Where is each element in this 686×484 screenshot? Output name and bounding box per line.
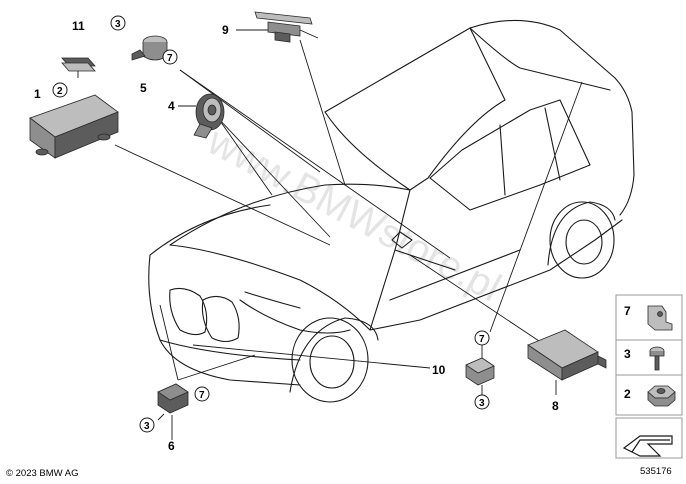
callout-circle-7-right (474, 330, 490, 346)
label-part-10[interactable]: 10 (432, 363, 446, 377)
label-part-6[interactable]: 6 (168, 439, 175, 453)
screw-icon (649, 346, 665, 371)
part-1-control-unit (29, 94, 119, 159)
vehicle-outline (148, 19, 635, 403)
nut-icon (647, 385, 676, 407)
label-part-7-left[interactable]: 7 (199, 390, 205, 401)
panel-label-7[interactable]: 7 (624, 304, 631, 318)
label-part-8[interactable]: 8 (552, 399, 559, 413)
callout-circle-7-left (194, 386, 210, 402)
label-part-1[interactable]: 1 (34, 87, 41, 101)
part-5-sensor (131, 35, 168, 61)
label-part-7-right[interactable]: 7 (479, 334, 485, 345)
label-part-2[interactable]: 2 (57, 86, 63, 97)
label-part-4[interactable]: 4 (168, 99, 175, 113)
part-9-bracket (254, 11, 319, 43)
label-part-11[interactable]: 11 (72, 19, 85, 33)
side-panel: 7 3 2 (615, 294, 683, 459)
part-10-sensor (465, 357, 495, 386)
leader-lines (77, 29, 583, 440)
label-part-9[interactable]: 9 (222, 23, 229, 37)
part-11-label (61, 57, 96, 72)
label-part-7-top[interactable]: 7 (167, 53, 173, 64)
panel-label-2[interactable]: 2 (624, 387, 631, 401)
arrow-icon (622, 435, 673, 457)
copyright-text: © 2023 BMW AG (6, 468, 78, 479)
label-part-3-top[interactable]: 3 (115, 19, 121, 30)
label-part-3-left[interactable]: 3 (144, 421, 150, 432)
label-part-5[interactable]: 5 (140, 81, 147, 95)
clip-icon (647, 305, 673, 331)
part-6-sensor (157, 383, 189, 414)
part-8-module (527, 329, 607, 381)
callout-circle-2 (52, 82, 68, 98)
panel-label-3[interactable]: 3 (624, 347, 631, 361)
callout-circle-3-left (139, 417, 155, 433)
callout-circle-7-top (162, 49, 178, 65)
diagram-number: 535176 (640, 466, 672, 477)
callout-circle-3-top (110, 15, 126, 31)
label-part-3-right[interactable]: 3 (479, 398, 485, 409)
callout-circle-3-right (474, 394, 490, 410)
part-4-sensor (193, 93, 225, 139)
